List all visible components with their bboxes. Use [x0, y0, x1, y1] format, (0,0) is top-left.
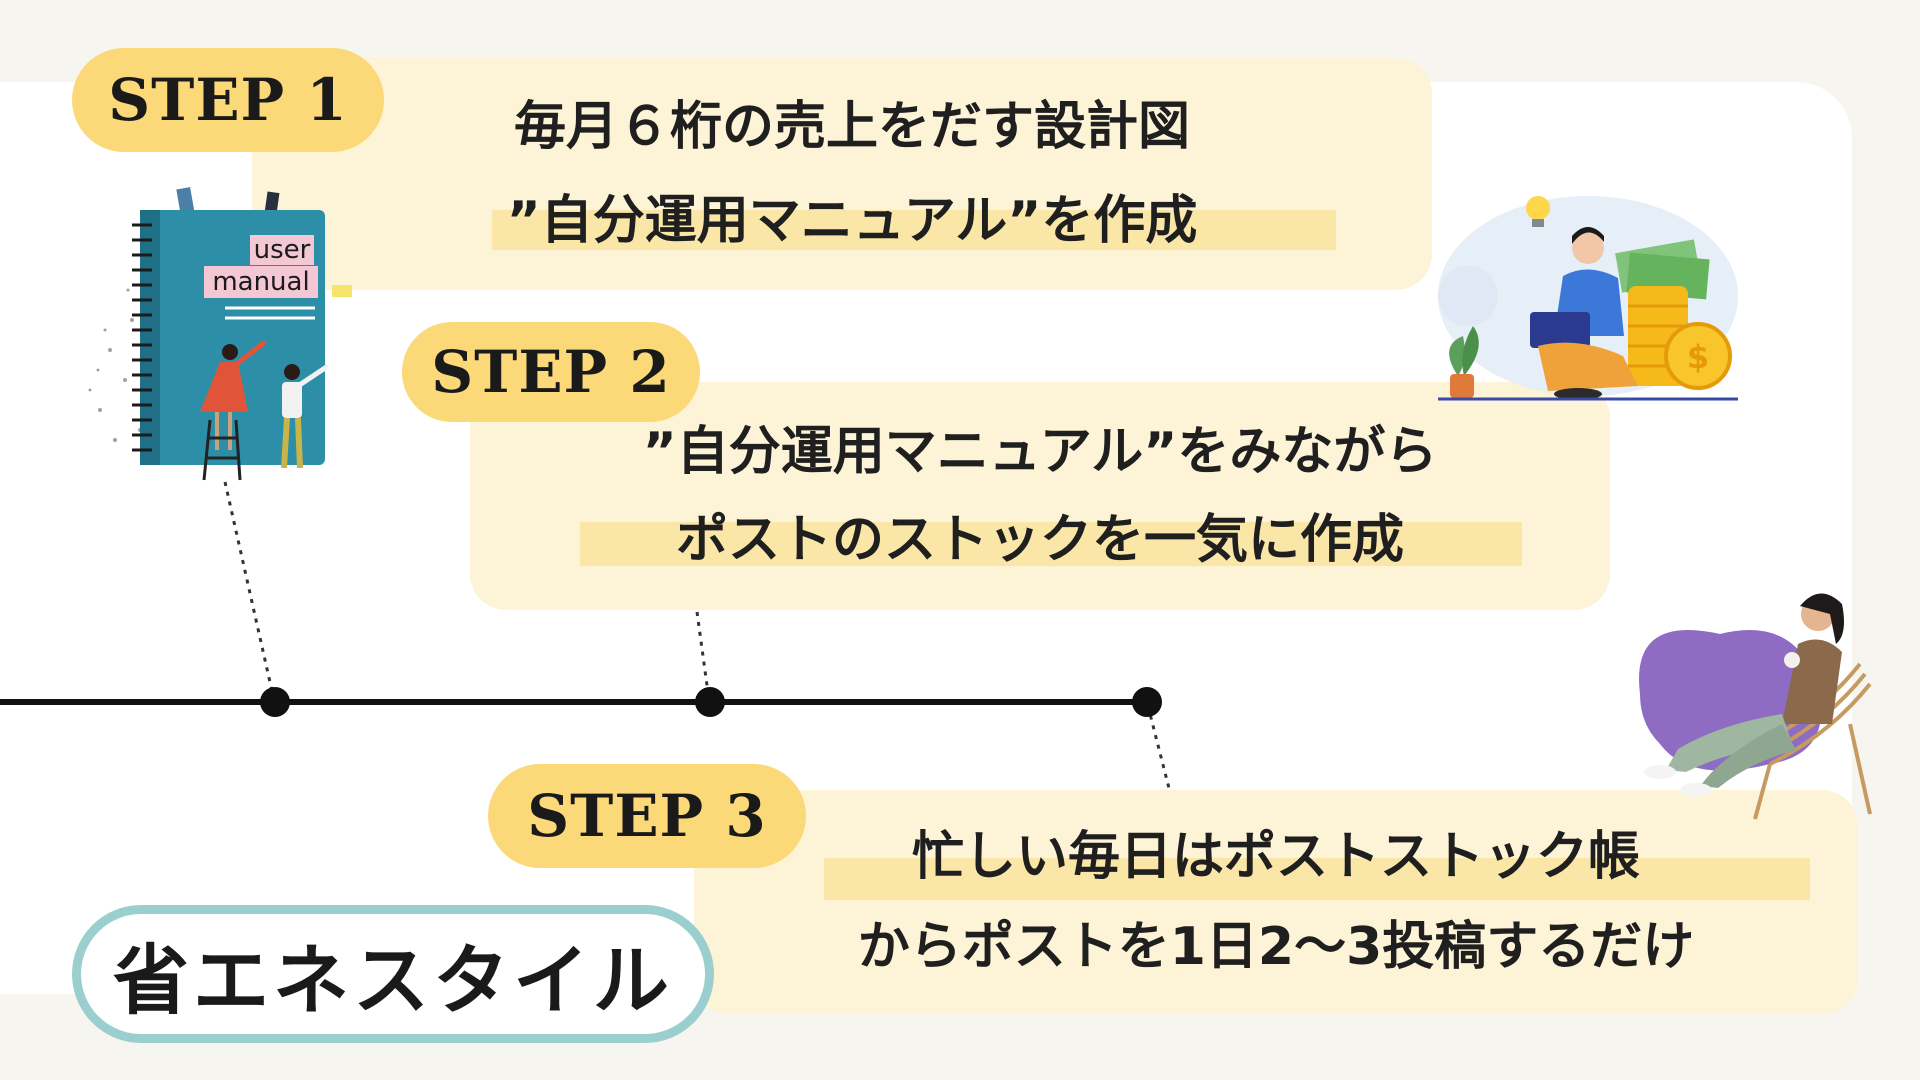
person-left: [200, 340, 267, 450]
step2-line2: ポストのストックを一気に作成: [675, 510, 1404, 570]
step2-card: ”自分運用マニュアル”をみながら ポストのストックを一気に作成: [470, 382, 1610, 610]
step1-card: 毎月６桁の売上をだす設計図 ”自分運用マニュアル”を作成: [252, 58, 1432, 290]
laptop-icon: [1530, 312, 1590, 348]
plant-icon: [1449, 326, 1479, 398]
eco-style-badge: 省エネスタイル: [72, 905, 714, 1043]
eco-style-label: 省エネスタイル: [113, 936, 673, 1025]
user-manual-illustration: user manual: [88, 187, 352, 481]
laptop-money-illustration: $: [1438, 196, 1738, 401]
step3-line2: からポストを1日2〜3投稿するだけ: [857, 917, 1695, 977]
person-with-laptop: [1530, 227, 1638, 400]
connector-step3: [1146, 705, 1174, 801]
relaxing-woman-illustration: [1639, 593, 1872, 820]
step3-line1: 忙しい毎日はポストストック帳: [911, 827, 1640, 887]
book-title-line1: user: [254, 235, 311, 265]
book-title-line2: manual: [212, 267, 309, 297]
timeline-dot-3: [1132, 687, 1162, 717]
dollar-coin-icon: [1664, 322, 1732, 390]
ladder: [202, 419, 242, 481]
step2-badge: STEP 2: [402, 322, 700, 422]
step1-badge: STEP 1: [72, 48, 384, 152]
connector-step2: [695, 611, 711, 701]
step3-card: 忙しい毎日はポストストック帳 からポストを1日2〜3投稿するだけ: [694, 790, 1858, 1014]
step3-badge: STEP 3: [488, 764, 806, 868]
person-right: [281, 363, 330, 469]
timeline-dot-1: [260, 687, 290, 717]
step2-line1: ”自分運用マニュアル”をみながら: [642, 422, 1438, 482]
woman: [1644, 593, 1844, 797]
coin-stack: $: [1628, 286, 1732, 390]
timeline-dot-2: [695, 687, 725, 717]
connector-step1: [223, 481, 276, 701]
step1-line2: ”自分運用マニュアル”を作成: [506, 191, 1198, 251]
mug-icon: [1784, 652, 1800, 668]
lightbulb-icon: [1526, 196, 1550, 227]
svg-text:$: $: [1687, 338, 1709, 376]
step1-line1: 毎月６桁の売上をだす設計図: [513, 97, 1190, 157]
